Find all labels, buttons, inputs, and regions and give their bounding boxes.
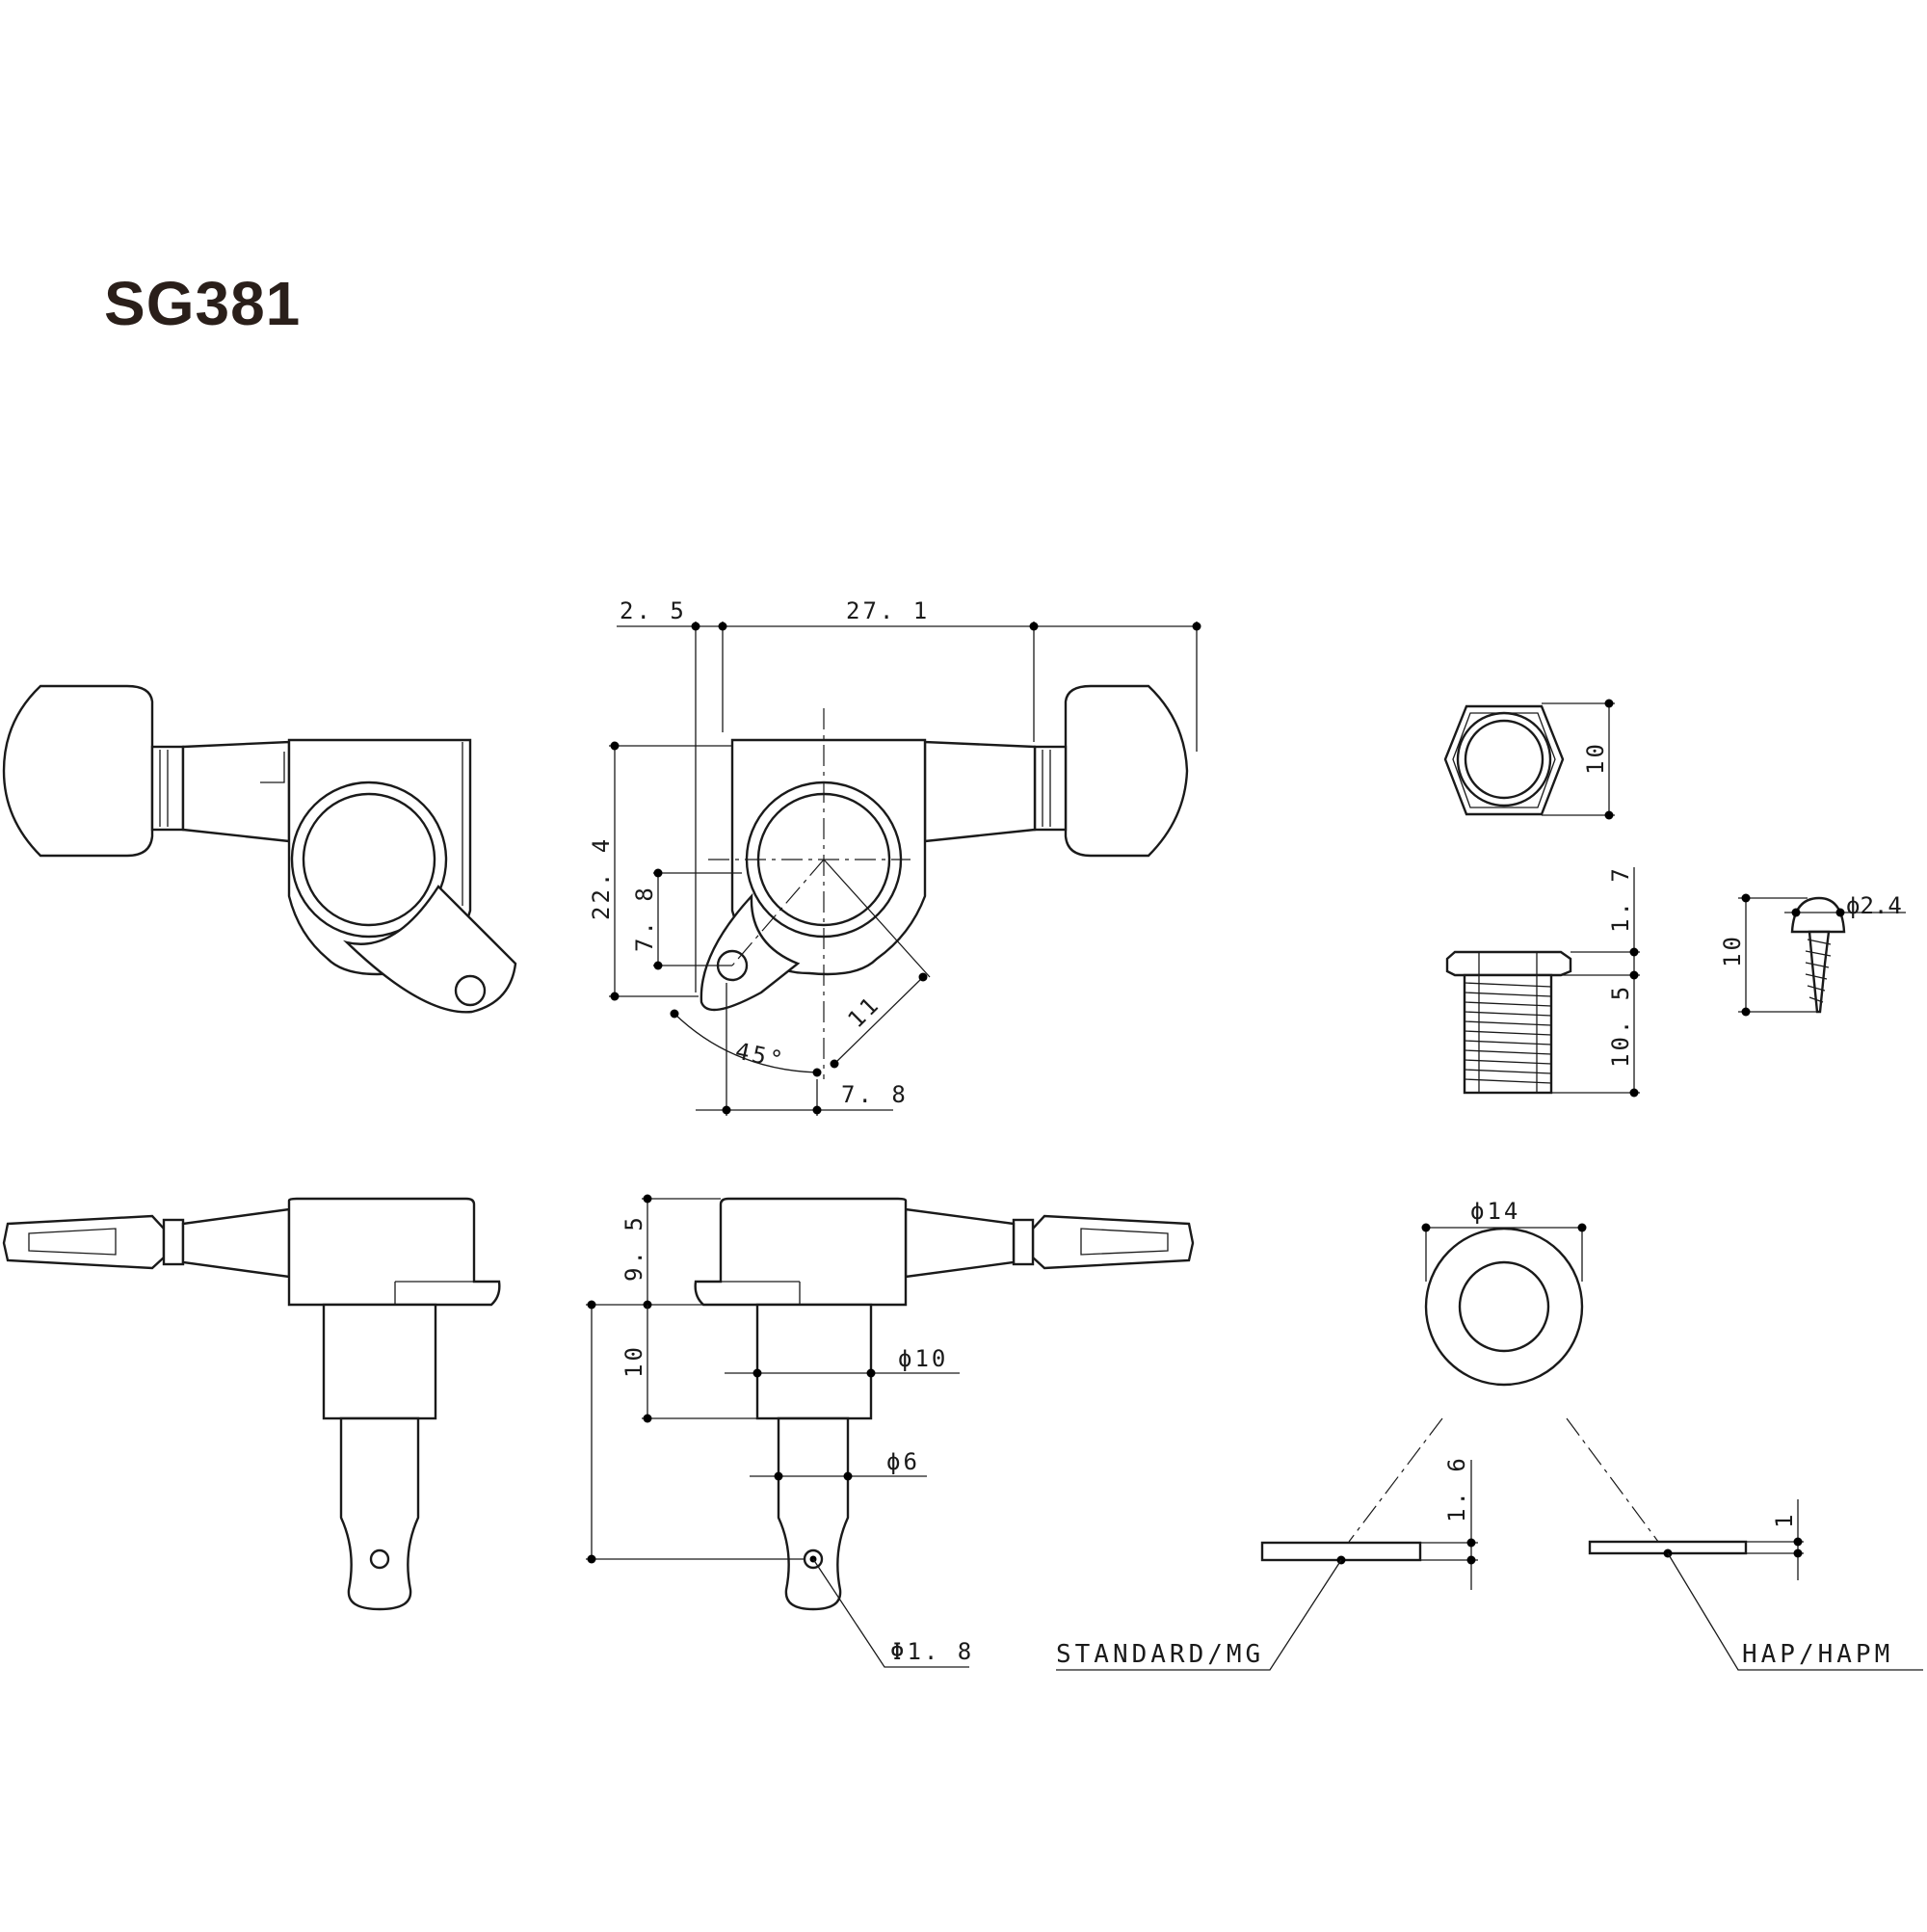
dim-bushing-flange: 1. 7 [1607,865,1634,933]
washer-inner [1458,1260,1550,1353]
label-hap-washer: HAP/HAPM [1742,1640,1893,1669]
dim-flange-height: 9. 5 [620,1214,647,1282]
worm-shaft-housing [181,740,291,843]
screw-head [1790,896,1846,934]
dim-screw-hole-offset: 7. 8 [841,1081,909,1108]
knob-side-left [2,1214,166,1270]
label-standard-washer: STANDARD/MG [1056,1640,1264,1669]
bushing-side-left [322,1303,437,1420]
dim-overall-width: 27. 1 [846,597,930,624]
model-title: SG381 [104,269,302,338]
dim-bushing-thread: 10. 5 [1607,984,1634,1068]
housing-side-left [287,1197,501,1307]
dim-washer-hap: 1 [1771,1512,1798,1528]
dim-string-hole: Φ1. 8 [890,1638,974,1665]
button-knob-left [2,684,154,858]
bushing-side-dim [755,1303,873,1420]
dim-screw-radius: 11 [842,991,884,1033]
dim-nut-width: 10 [1582,741,1609,775]
side-view-plain [2,1197,501,1611]
dim-top-offset: 2. 5 [620,597,687,624]
post-side-left [339,1416,420,1611]
hex-nut: 10 [1443,699,1615,820]
side-view-dimensioned: 9. 5 10 ϕ10 ϕ6 Φ1. 8 [586,1194,1195,1668]
threaded-bushing: 1. 7 10. 5 [1445,865,1640,1098]
gear-hole [302,792,436,927]
front-view-dimensioned: 2. 5 27. 1 22. 4 7. 8 45° 11 [588,597,1201,1116]
post-side-dim [777,1416,850,1611]
mounting-ear-dim [700,892,801,1012]
dim-bushing-length: 10 [620,1344,647,1378]
dim-screw-diameter: ϕ2.4 [1846,892,1902,919]
dim-washer-standard: 1. 6 [1443,1455,1470,1522]
knob-side-right [1031,1214,1195,1270]
dim-post-diameter: ϕ6 [886,1448,920,1475]
dim-body-height: 22. 4 [588,836,615,920]
dim-washer-diameter: ϕ14 [1470,1198,1520,1225]
mounting-screw: 10 ϕ2.4 [1719,892,1906,1017]
front-view-plain [2,684,517,1014]
dim-screw-length: 10 [1719,934,1746,967]
dim-screw-hole-height: 7. 8 [631,885,658,952]
washer-group: ϕ14 1. 6 STANDARD/MG 1 HAP/HAPM [1056,1198,1923,1671]
housing-side-dim [694,1197,908,1307]
dim-screw-angle: 45° [733,1037,788,1073]
dim-bushing-diameter: ϕ10 [898,1345,948,1372]
ear-hole [454,974,487,1007]
button-knob-right [1064,684,1189,858]
bushing-flange [1445,950,1572,977]
